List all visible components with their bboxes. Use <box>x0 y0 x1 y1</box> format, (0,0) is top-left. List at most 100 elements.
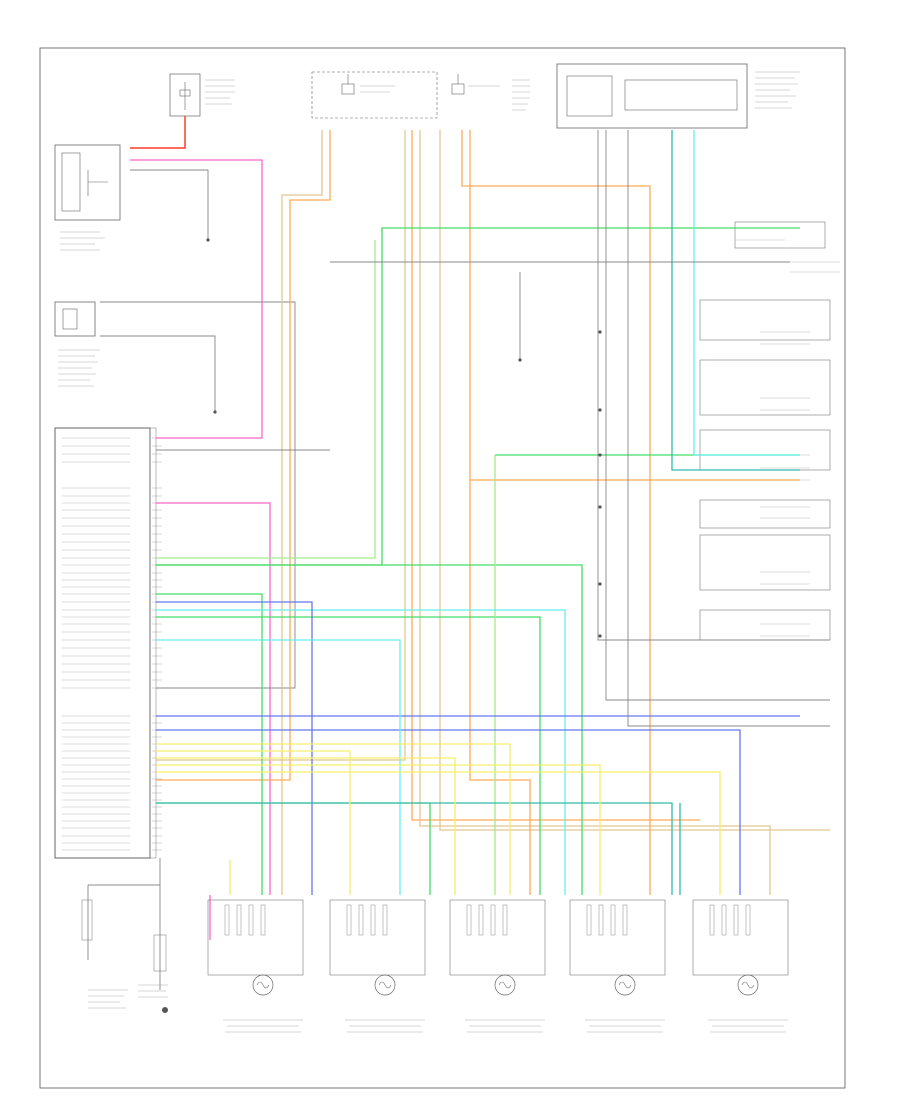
injector-pin <box>745 904 751 936</box>
injector-coil <box>252 974 274 996</box>
fuse-block-3 <box>451 74 530 111</box>
junction-dot <box>206 238 210 242</box>
solenoid <box>54 144 121 251</box>
injector-frame <box>449 899 546 976</box>
wire-tan-2 <box>156 130 406 761</box>
wire-lightgreen-1 <box>156 240 376 559</box>
injector-winding <box>256 981 270 989</box>
injector-pin <box>260 904 266 936</box>
injector-winding <box>498 981 512 989</box>
pcm <box>54 427 157 859</box>
injector-pin <box>622 904 628 936</box>
wire-green-4 <box>156 564 583 895</box>
coolant-sensor <box>54 301 100 387</box>
injector-pin <box>346 904 352 936</box>
junction-dot <box>598 634 602 638</box>
wire-pink-1 <box>130 159 263 439</box>
injector-winding <box>378 981 392 989</box>
injector-winding <box>741 981 755 989</box>
bottom-sensor <box>81 858 168 1013</box>
connector-block <box>699 429 831 471</box>
wire-yellow-3 <box>156 757 456 895</box>
wire-green-1 <box>156 227 800 566</box>
junction-dot <box>598 453 602 457</box>
injector-frame <box>207 899 304 976</box>
injector-frame <box>329 899 426 976</box>
connector-block <box>699 534 831 591</box>
junction-dot <box>518 358 522 362</box>
junction-dot <box>598 582 602 586</box>
junction-dot <box>213 410 217 414</box>
injector-coil <box>374 974 396 996</box>
injector-pin <box>478 904 484 936</box>
wire-cyan-2 <box>156 639 401 895</box>
wire-yellow-2 <box>156 750 351 895</box>
wire-blue-3 <box>156 729 741 895</box>
wire-red-feed <box>130 116 186 149</box>
injector-coil <box>614 974 636 996</box>
injector-frame <box>569 899 666 976</box>
injector-pin <box>502 904 508 936</box>
wire-green-2 <box>156 593 263 895</box>
injector-frame <box>692 899 789 976</box>
injector-4 <box>569 899 666 1033</box>
injector-pin <box>236 904 242 936</box>
injector-pin <box>733 904 739 936</box>
injector-1 <box>207 899 304 1033</box>
injector-coil <box>737 974 759 996</box>
wire-yellow-5 <box>156 771 721 895</box>
injector-pin <box>490 904 496 936</box>
wire-gray-right-2 <box>605 130 830 701</box>
injector-3 <box>449 899 546 1033</box>
injector-pin <box>709 904 715 936</box>
connector-block <box>699 299 831 341</box>
injector-2 <box>329 899 426 1033</box>
wire-yellow-4 <box>156 764 601 895</box>
wire-gray-solenoid <box>130 169 209 240</box>
wire-orange-2 <box>411 130 700 821</box>
connector-block <box>699 359 831 416</box>
connector-block <box>699 609 831 641</box>
wire-gray-right-3 <box>627 130 830 727</box>
injector-pin <box>466 904 472 936</box>
junction-dot <box>598 505 602 509</box>
wire-gray-ground <box>100 335 216 412</box>
injector-pin <box>598 904 604 936</box>
wire-teal-2 <box>156 802 673 895</box>
injector-pin <box>248 904 254 936</box>
wire-pink-2 <box>156 502 271 895</box>
wire-tan-4 <box>439 130 830 831</box>
injector-pin <box>586 904 592 936</box>
wire-teal-1 <box>671 130 800 471</box>
relay-box <box>556 63 800 129</box>
fuse-block-2 <box>311 71 438 119</box>
injector-pin <box>382 904 388 936</box>
wire-gray-right-1 <box>597 130 830 641</box>
wire-orange-4 <box>469 130 531 895</box>
wire-gray-coolant <box>100 301 296 689</box>
injector-pin <box>721 904 727 936</box>
wire-cyan-3 <box>693 130 800 456</box>
wire-green-6 <box>156 802 431 895</box>
injector-row <box>207 899 789 1033</box>
wire-tan-3 <box>419 130 771 895</box>
injector-pin <box>224 904 230 936</box>
injector-pin <box>610 904 616 936</box>
wire-harness <box>100 116 830 940</box>
wire-orange-3 <box>461 130 651 895</box>
connector-block <box>734 221 826 249</box>
fuse-block-1 <box>169 73 235 117</box>
injector-winding <box>618 981 632 989</box>
injector-5 <box>692 899 789 1033</box>
wire-yellow-1 <box>156 743 511 895</box>
junction-dot <box>598 330 602 334</box>
connector-block <box>699 499 831 529</box>
wire-orange-1 <box>156 130 331 781</box>
wire-blue-1 <box>156 601 313 895</box>
junction-dot <box>598 408 602 412</box>
wire-tan-1 <box>281 130 323 895</box>
injector-coil <box>494 974 516 996</box>
wire-green-3 <box>156 616 541 895</box>
pcm-pin-labels <box>62 437 162 851</box>
